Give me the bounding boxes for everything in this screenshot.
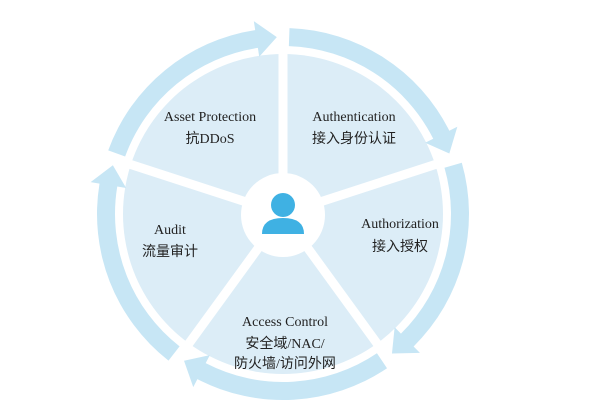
segment-access-control-subtitle-2: 防火墙/访问外网: [234, 356, 336, 372]
segment-access-control-subtitle-1: 安全域/NAC/: [245, 335, 324, 352]
ring-arrow-audit: [90, 165, 180, 361]
segment-authorization-title: Authorization: [361, 217, 439, 232]
ring-arrow-authentication: [288, 28, 458, 154]
ring-arrow-asset-protection: [108, 21, 277, 157]
segment-audit: Audit 流量审计: [142, 223, 198, 260]
cycle-ring: [90, 21, 469, 400]
segment-access-control: Access Control 安全域/NAC/ 防火墙/访问外网: [234, 315, 336, 372]
segment-asset-protection-title: Asset Protection: [164, 110, 256, 125]
segment-authorization: Authorization 接入授权: [361, 217, 439, 255]
segment-authentication: Authentication 接入身份认证: [312, 110, 396, 147]
ring-arrow-access-control: [184, 353, 388, 400]
segment-audit-subtitle: 流量审计: [142, 244, 198, 260]
segment-audit-title: Audit: [154, 223, 186, 238]
segment-authentication-title: Authentication: [312, 110, 395, 125]
segment-asset-protection-subtitle: 抗DDoS: [185, 131, 234, 147]
wedge-access-control: [188, 214, 378, 375]
segment-access-control-title: Access Control: [242, 315, 328, 330]
ring-arrow-authorization: [391, 162, 469, 354]
segment-authentication-subtitle: 接入身份认证: [312, 130, 396, 147]
segment-authorization-subtitle: 接入授权: [372, 238, 428, 255]
segment-asset-protection: Asset Protection 抗DDoS: [164, 110, 256, 147]
center-hub: [241, 173, 325, 257]
user-icon: [262, 193, 304, 234]
